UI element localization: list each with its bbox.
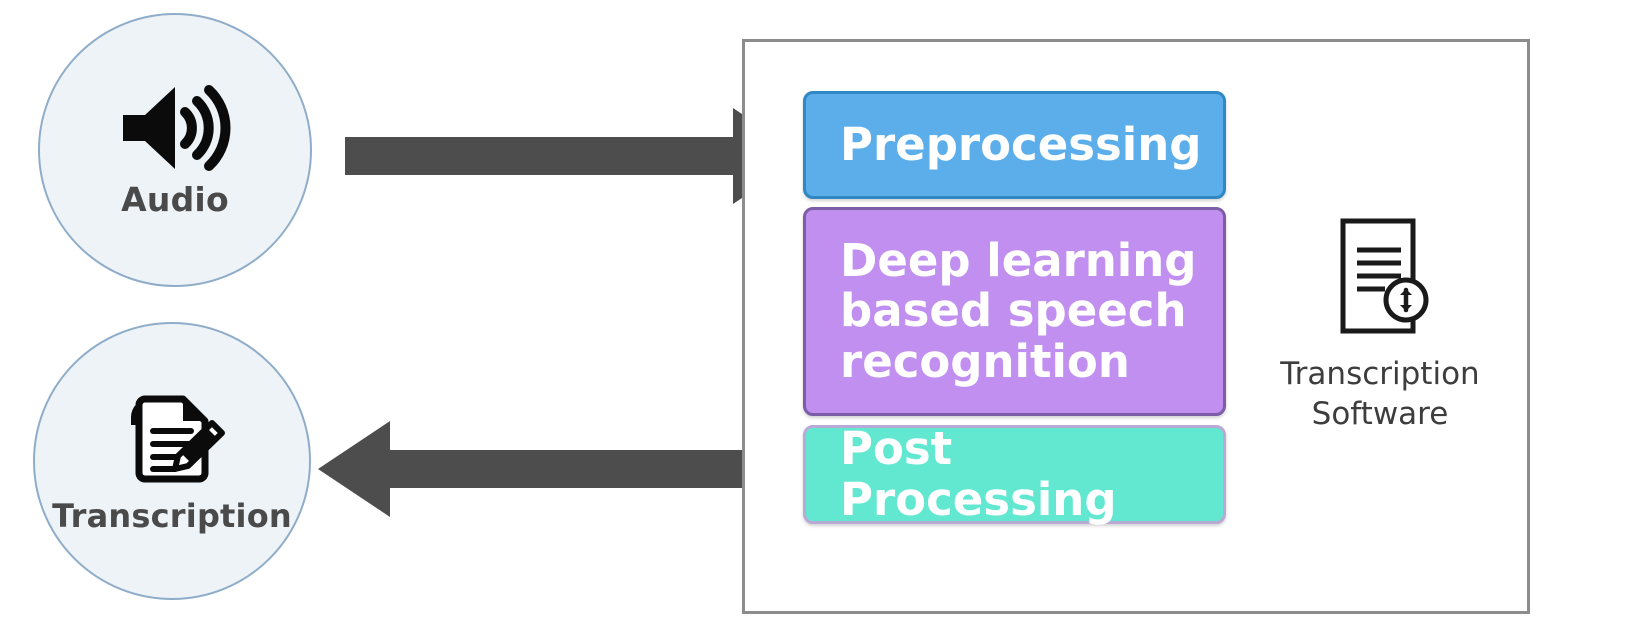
stage-deep-learning[interactable]: Deep learning based speech recognition — [803, 207, 1226, 416]
node-audio[interactable]: Audio — [38, 13, 312, 287]
pipeline-container: Preprocessing Deep learning based speech… — [742, 39, 1530, 614]
stage-preprocessing[interactable]: Preprocessing — [803, 91, 1226, 199]
document-pencil-icon — [119, 387, 225, 487]
document-download-icon — [1331, 217, 1429, 339]
stage-deep-learning-label: Deep learning based speech recognition — [840, 233, 1197, 388]
node-audio-label: Audio — [121, 179, 229, 219]
node-transcription-label: Transcription — [52, 497, 292, 535]
stage-post-processing-label: Post Processing — [840, 422, 1117, 526]
stage-preprocessing-label: Preprocessing — [840, 117, 1202, 171]
node-transcription[interactable]: Transcription — [33, 322, 311, 600]
transcription-software-label: Transcription Software — [1280, 356, 1480, 432]
arrow-pipeline-to-transcription — [318, 421, 748, 521]
speaker-volume-icon — [119, 82, 231, 174]
transcription-software-badge[interactable]: Transcription Software — [1250, 217, 1510, 434]
arrow-audio-to-pipeline — [345, 108, 805, 208]
stage-post-processing[interactable]: Post Processing — [803, 422, 1226, 526]
